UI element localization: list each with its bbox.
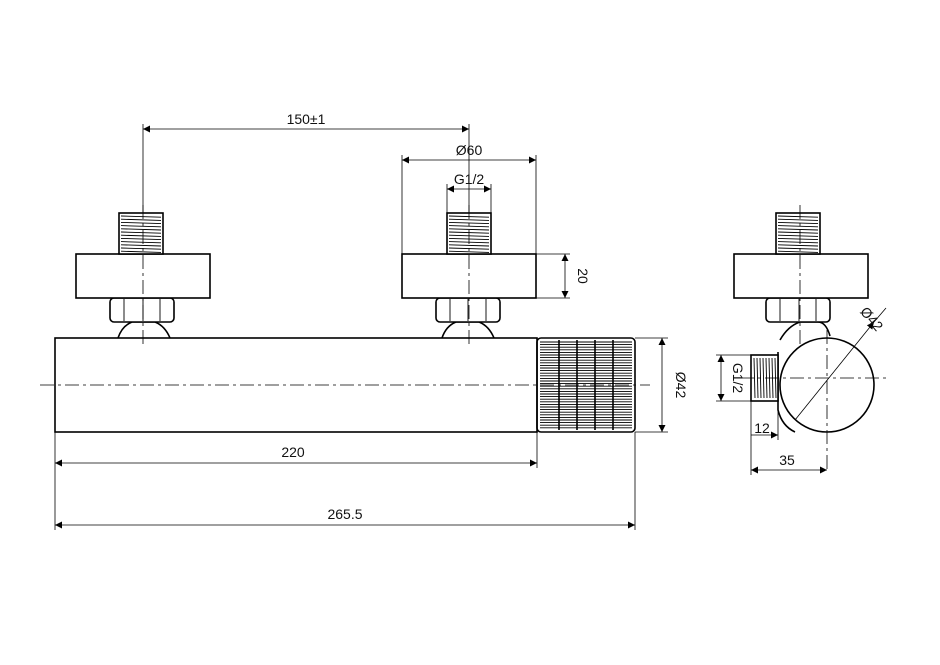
label-side-thread-length: 12	[754, 420, 770, 436]
hatch-line	[120, 231, 162, 234]
hatch-line	[120, 225, 162, 228]
hatch-line	[777, 244, 819, 247]
dim-flange-height: 20	[536, 253, 591, 299]
hatch-line	[756, 357, 759, 399]
hatch-line	[777, 228, 819, 231]
hatch-line	[777, 250, 819, 253]
dim-thread-size: G1/2	[446, 171, 492, 213]
front-view: 150±1 Ø60 G1/2 20 Ø42	[40, 111, 689, 530]
side-flange	[733, 253, 869, 299]
dim-body-length: 220	[54, 432, 538, 468]
dim-flange-diameter: Ø60	[401, 142, 537, 254]
hatch-line	[777, 215, 819, 218]
hatch-line	[448, 218, 490, 221]
hatch-line	[120, 221, 162, 225]
label-body-length: 220	[281, 444, 305, 460]
hatch-line	[120, 218, 162, 221]
dim-overall-length: 265.5	[54, 432, 636, 530]
label-flange-height: 20	[575, 268, 591, 284]
dim-side-thread-length: 12	[750, 401, 779, 475]
hatch-line	[120, 250, 162, 253]
hatch-line	[448, 244, 490, 247]
label-side-thread: G1/2	[730, 363, 746, 394]
label-thread-size: G1/2	[454, 171, 485, 187]
label-side-body-diameter: Ø42	[857, 304, 886, 335]
label-body-diameter: Ø42	[673, 372, 689, 399]
dim-side-offset: 35	[751, 452, 827, 474]
hatch-line	[120, 241, 162, 244]
hatch-line	[777, 247, 819, 250]
label-side-offset: 35	[779, 452, 795, 468]
hatch-line	[777, 241, 819, 244]
hatch-line	[120, 244, 162, 247]
dim-side-thread: G1/2	[716, 354, 751, 402]
hatch-line	[120, 237, 162, 241]
hatch-line	[120, 247, 162, 250]
dim-pipe-spacing: 150±1	[142, 111, 470, 213]
hatch-line	[120, 234, 162, 237]
hatch-line	[777, 234, 819, 237]
side-view: Ø42 G1/2 12 35	[716, 205, 890, 475]
hatch-line	[448, 225, 490, 228]
hatch-line	[120, 228, 162, 231]
hatch-line	[762, 357, 765, 399]
hatch-line	[448, 228, 490, 231]
hatch-line	[777, 231, 819, 234]
label-flange-diameter: Ø60	[456, 142, 483, 158]
dim-body-diameter: Ø42	[635, 337, 689, 433]
hatch-line	[777, 221, 819, 225]
hatch-line	[753, 357, 756, 399]
control-knob	[536, 337, 636, 433]
hatch-line	[777, 225, 819, 228]
hatch-line	[777, 218, 819, 221]
label-overall-length: 265.5	[327, 506, 362, 522]
hatch-line	[448, 250, 490, 253]
label-pipe-spacing: 150±1	[287, 111, 326, 127]
hatch-line	[777, 237, 819, 241]
hatch-line	[120, 215, 162, 218]
